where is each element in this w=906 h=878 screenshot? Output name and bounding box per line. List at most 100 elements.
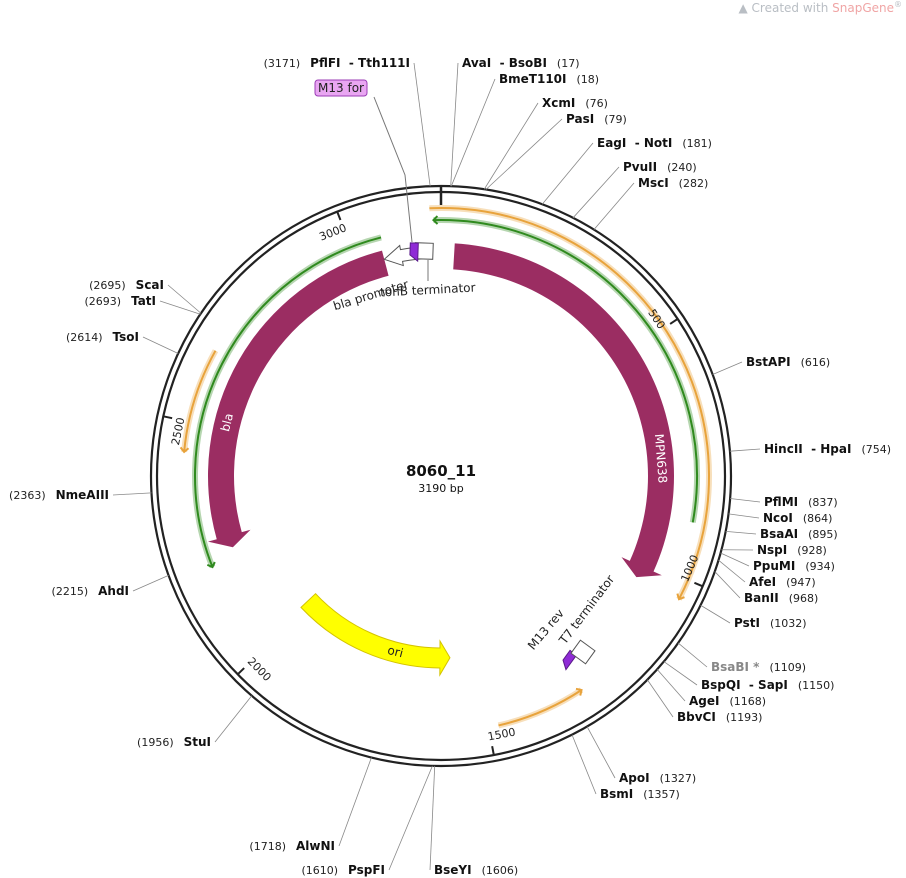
site-name[interactable]: PstI: [734, 616, 760, 630]
feature-tonb-terminator[interactable]: tonB terminator: [380, 242, 476, 300]
feature-label: M13 rev: [525, 606, 567, 652]
tick-label: 1500: [487, 725, 517, 743]
site-ahdi[interactable]: AhdI(2215): [52, 574, 169, 598]
site-ppumi[interactable]: PpuMI(934): [720, 552, 835, 573]
site-name[interactable]: EagI - NotI: [597, 136, 672, 150]
site-name[interactable]: NspI: [757, 543, 787, 557]
site-name[interactable]: PasI: [566, 112, 594, 126]
site-alwni[interactable]: AlwNI(1718): [249, 757, 372, 853]
feature-t7-terminator[interactable]: T7 terminator: [556, 572, 618, 665]
orf-orf-a[interactable]: [429, 205, 712, 601]
site-bstapi[interactable]: BstAPI(616): [712, 355, 831, 375]
site-bseyi[interactable]: BseYI (1606): [429, 765, 519, 877]
site-name[interactable]: TatI: [131, 294, 156, 308]
site-msci[interactable]: MscI(282): [593, 176, 708, 230]
feature-box[interactable]: [570, 639, 596, 665]
feature-m13-for[interactable]: M13 for: [314, 79, 419, 263]
site-name[interactable]: MscI: [638, 176, 669, 190]
site-name[interactable]: ScaI: [136, 278, 164, 292]
site-name[interactable]: BsmI: [600, 787, 633, 801]
site-scai[interactable]: ScaI(2695): [89, 278, 202, 314]
site-name[interactable]: AhdI: [98, 584, 129, 598]
site-ncoi[interactable]: NcoI (864): [728, 511, 833, 525]
feature-bla[interactable]: bla: [207, 250, 389, 548]
site-name[interactable]: NmeAIII: [56, 488, 109, 502]
site-banii[interactable]: BanII(968): [714, 571, 819, 605]
site-leader: [388, 765, 433, 871]
site-name[interactable]: StuI: [184, 735, 211, 749]
site-name[interactable]: PpuMI: [753, 559, 795, 573]
site-position: (947): [786, 576, 816, 589]
site-stui[interactable]: StuI (1956): [137, 695, 253, 749]
site-leader: [413, 62, 431, 187]
feature-mpn638[interactable]: MPN638: [453, 243, 674, 578]
site-name[interactable]: AfeI: [749, 575, 776, 589]
site-name[interactable]: BseYI: [434, 863, 472, 877]
site-bspqi-sapi[interactable]: BspQI - SapI(1150): [663, 661, 835, 692]
site-bsmi[interactable]: BsmI(1357): [571, 734, 680, 801]
site-agei[interactable]: AgeI(1168): [656, 669, 766, 708]
site-pflfi-tth111i[interactable]: PflFI - Tth111I(3171): [264, 56, 431, 187]
primer-label-box[interactable]: [314, 79, 368, 97]
site-name[interactable]: BanII: [744, 591, 779, 605]
site-avai-bsobi[interactable]: AvaI - BsoBI(17): [450, 56, 580, 187]
orf-layer: [179, 205, 712, 729]
orf-line: [183, 350, 217, 452]
orf-orf-b[interactable]: [432, 215, 700, 523]
site-name[interactable]: HincII - HpaI: [764, 442, 851, 456]
site-name[interactable]: XcmI: [542, 96, 575, 110]
site-name[interactable]: AlwNI: [296, 839, 335, 853]
site-pspfi[interactable]: PspFI(1610): [301, 765, 433, 877]
site-psti[interactable]: PstI(1032): [700, 604, 807, 630]
site-name[interactable]: TsoI: [113, 330, 139, 344]
site-xcmi[interactable]: XcmI(76): [483, 96, 608, 190]
site-layer[interactable]: PflFI - Tth111I(3171)AvaI - BsoBI(17)Bme…: [9, 56, 891, 877]
site-eagi-noti[interactable]: EagI - NotI(181): [541, 136, 712, 205]
site-name[interactable]: PflMI: [764, 495, 798, 509]
site-pvuii[interactable]: PvuII(240): [572, 160, 697, 219]
site-name[interactable]: BmeT110I: [499, 72, 567, 86]
orf-orf-e[interactable]: [192, 234, 382, 569]
orf-orf-d[interactable]: [179, 349, 219, 454]
site-pflmi[interactable]: PflMI(837): [730, 495, 838, 509]
site-name[interactable]: BsaAI: [760, 527, 798, 541]
site-name[interactable]: AvaI - BsoBI: [462, 56, 547, 70]
orf-orf-c[interactable]: [497, 687, 584, 729]
site-tati[interactable]: TatI(2693): [84, 294, 201, 315]
site-pasi[interactable]: PasI(79): [485, 112, 627, 190]
site-position: (754): [861, 443, 891, 456]
site-nmeaiii[interactable]: NmeAIII(2363): [9, 488, 152, 502]
feature-arrow[interactable]: [453, 243, 674, 578]
site-position: (864): [803, 512, 833, 525]
site-position: (1606): [482, 864, 519, 877]
site-tsoi[interactable]: TsoI(2614): [66, 330, 179, 354]
site-name[interactable]: ApoI: [619, 771, 650, 785]
tick-label: 2500: [169, 416, 188, 446]
site-leader: [142, 336, 179, 354]
site-nspi[interactable]: NspI(928): [721, 543, 827, 557]
site-name[interactable]: BsaBI *: [711, 660, 760, 674]
site-name[interactable]: BstAPI: [746, 355, 791, 369]
site-hincii-hpai[interactable]: HincII - HpaI (754): [729, 442, 891, 456]
feature-arrow[interactable]: [300, 592, 451, 677]
site-name[interactable]: PspFI: [348, 863, 385, 877]
site-name[interactable]: NcoI: [763, 511, 793, 525]
site-bmet110i[interactable]: BmeT110I(18): [450, 72, 599, 187]
site-name[interactable]: BspQI - SapI: [701, 678, 788, 692]
site-bsabi[interactable]: BsaBI *(1109): [677, 642, 806, 674]
site-name[interactable]: BbvCI: [677, 710, 716, 724]
site-apoi[interactable]: ApoI(1327): [586, 726, 696, 785]
site-name[interactable]: PvuII: [623, 160, 657, 174]
primer-arrow[interactable]: [409, 242, 419, 263]
site-afei[interactable]: AfeI (947): [718, 559, 816, 589]
site-position: (1956): [137, 736, 174, 749]
feature-arrow[interactable]: [207, 250, 389, 548]
site-bsaai[interactable]: BsaAI(895): [725, 527, 838, 541]
site-name[interactable]: AgeI: [689, 694, 719, 708]
site-leader: [714, 571, 741, 599]
site-name[interactable]: PflFI - Tth111I: [310, 56, 410, 70]
site-bbvci[interactable]: BbvCI(1193): [647, 679, 762, 724]
feature-ori[interactable]: ori: [300, 592, 451, 677]
